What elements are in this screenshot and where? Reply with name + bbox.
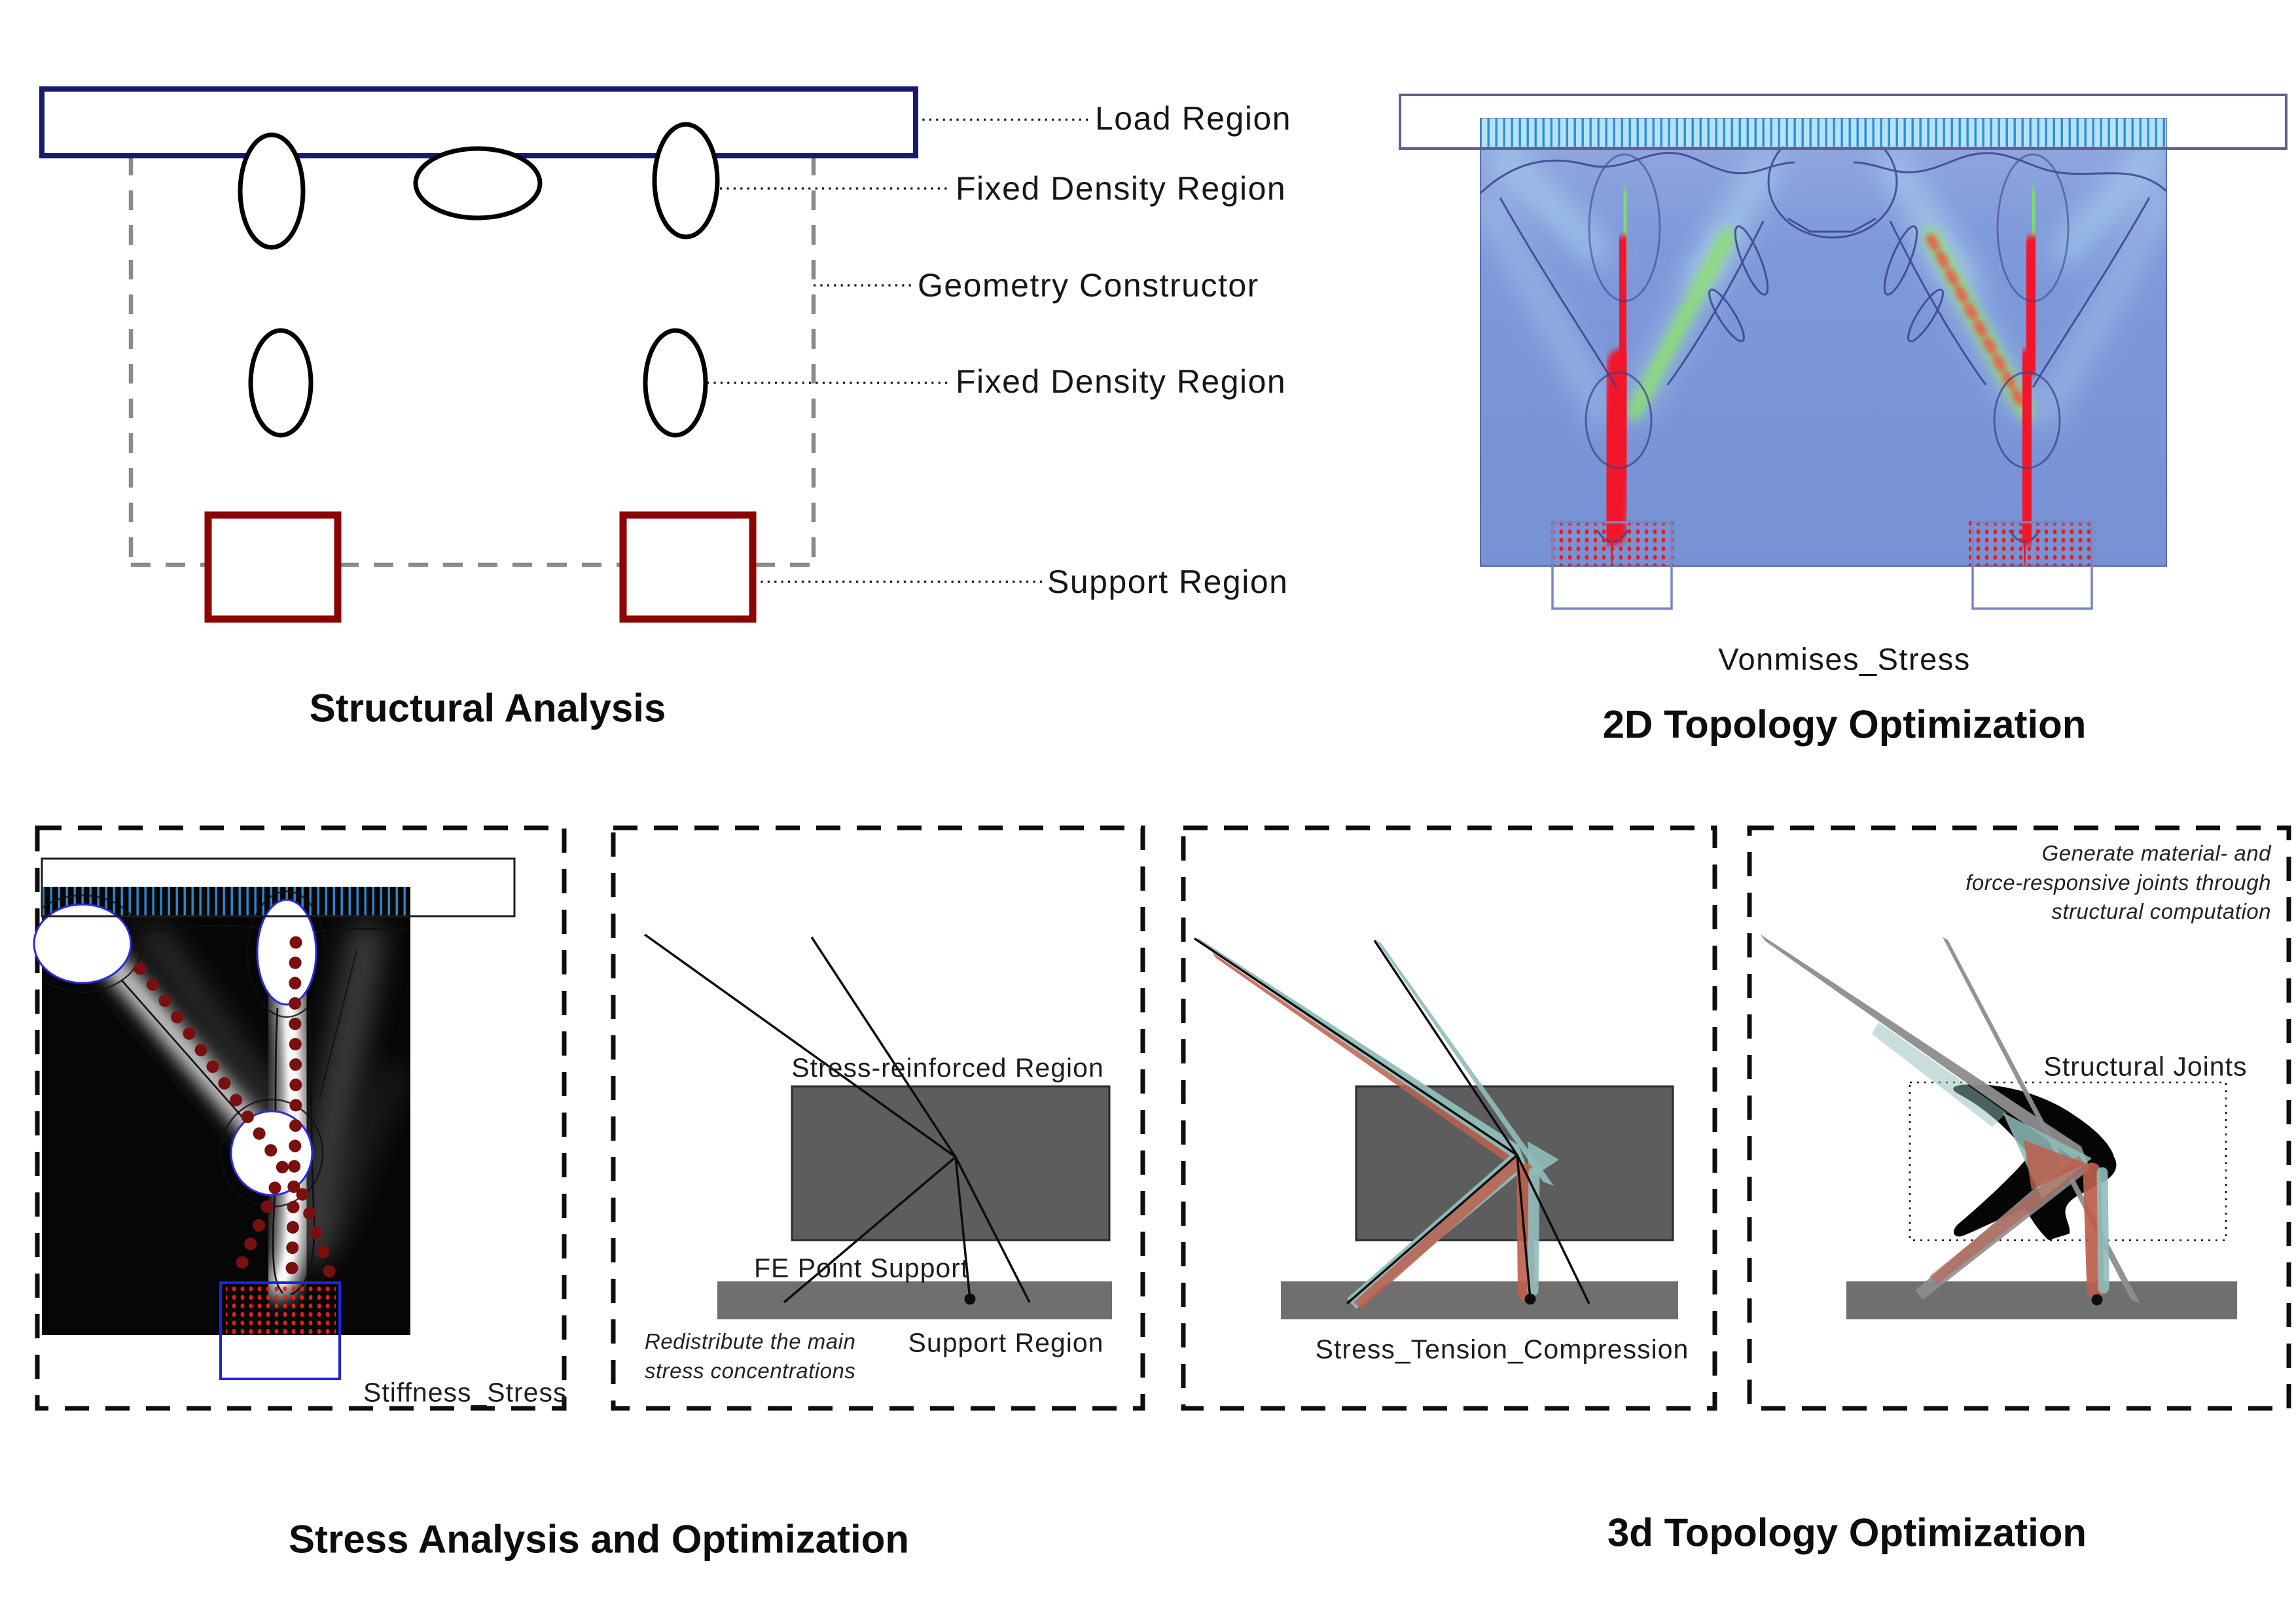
- note-redistribute-stress: Redistribute the main stress concentrati…: [645, 1327, 861, 1385]
- label-geometry-constructor: Geometry Constructor: [918, 267, 1259, 304]
- contour-lines: [1480, 125, 2166, 543]
- white-blob-2: [256, 899, 317, 1006]
- label-fixed-density-top: Fixed Density Region: [956, 170, 1287, 207]
- label-load-region: Load Region: [1095, 100, 1292, 137]
- stiffness-stress-panel: [33, 825, 567, 1411]
- load-hatch-band: [1480, 118, 2166, 147]
- force-lines-d1: [1194, 937, 1590, 1305]
- load-region-outline-2d: [1399, 94, 2287, 150]
- panel-dashed-border-4: [1747, 825, 2291, 1411]
- white-blob-1: [33, 903, 132, 984]
- label-fixed-density-mid: Fixed Density Region: [956, 363, 1287, 400]
- fixed-density-ellipse-1: [238, 132, 306, 250]
- label-stress-reinforced-region: Stress-reinforced Region: [791, 1052, 1104, 1083]
- stiffness-support-outline: [219, 1281, 341, 1380]
- note-generate-joints: Generate material- and force-responsive …: [1813, 839, 2271, 927]
- fixed-density-ellipse-2: [413, 146, 543, 221]
- support-grid-right: [1969, 520, 2096, 566]
- stiffness-load-outline: [41, 857, 516, 918]
- caption-stress-tension-compression: Stress_Tension_Compression: [1315, 1334, 1689, 1364]
- note-line-3: structural computation: [2051, 899, 2271, 924]
- fixed-density-ellipse-3: [652, 122, 720, 240]
- fe-point-dot-d2: [2091, 1294, 2103, 1306]
- label-leader-lines: [707, 118, 1088, 583]
- note-line-1: Generate material- and: [2041, 841, 2271, 865]
- support-bar-d2: [1846, 1281, 2237, 1319]
- fixed-density-ellipse-5: [643, 328, 708, 438]
- stiffness-support-grid: [226, 1285, 336, 1335]
- caption-stiffness-stress: Stiffness_Stress: [363, 1377, 567, 1408]
- note-line-2: stress concentrations: [645, 1358, 856, 1383]
- support-bar-d1: [1281, 1281, 1678, 1319]
- stress-marker-dot-chains: [134, 936, 338, 1293]
- title-2d-topology-optimization: 2D Topology Optimization: [1602, 702, 2087, 747]
- support-grid-left: [1549, 520, 1676, 566]
- structural-joints-panel: [1747, 825, 2291, 1411]
- support-outline-right-2d: [1971, 521, 2093, 610]
- note-line-2: force-responsive joints through: [1965, 870, 2271, 895]
- support-region-rect-2: [619, 511, 757, 623]
- vonmises-stress-field: [1480, 118, 2167, 567]
- fe-support-panel: [611, 825, 1145, 1411]
- label-structural-joints: Structural Joints: [2043, 1051, 2248, 1082]
- title-3d-topology-optimization: 3d Topology Optimization: [1607, 1510, 2087, 1555]
- label-support-region-c2: Support Region: [908, 1327, 1104, 1358]
- title-structural-analysis: Structural Analysis: [309, 686, 666, 730]
- label-fe-point-support: FE Point Support: [754, 1253, 969, 1283]
- fixed-density-ellipse-4: [248, 328, 314, 438]
- note-line-1: Redistribute the main: [645, 1329, 856, 1353]
- struts-d2: [1761, 935, 2140, 1304]
- tension-compression-panel: [1181, 825, 1717, 1411]
- caption-vonmises-stress: Vonmises_Stress: [1718, 641, 1971, 677]
- fe-point-dot-d1: [1524, 1293, 1536, 1305]
- structural-analysis-figure: [39, 86, 1088, 623]
- support-bar-c2: [717, 1281, 1112, 1319]
- force-lines-c2: [643, 933, 1031, 1304]
- reinforced-region-rect: [791, 1085, 1111, 1241]
- label-support-region: Support Region: [1047, 563, 1289, 600]
- support-region-rect-1: [204, 511, 342, 623]
- panel-dashed-border-2: [611, 825, 1145, 1411]
- support-outline-left-2d: [1551, 521, 1673, 610]
- title-stress-analysis-optimization: Stress Analysis and Optimization: [288, 1517, 910, 1561]
- panel-dashed-border-3: [1181, 825, 1717, 1411]
- fe-point-dot-c2: [964, 1293, 976, 1305]
- load-region-rect: [39, 86, 918, 158]
- panel-dashed-border-1: [35, 825, 567, 1411]
